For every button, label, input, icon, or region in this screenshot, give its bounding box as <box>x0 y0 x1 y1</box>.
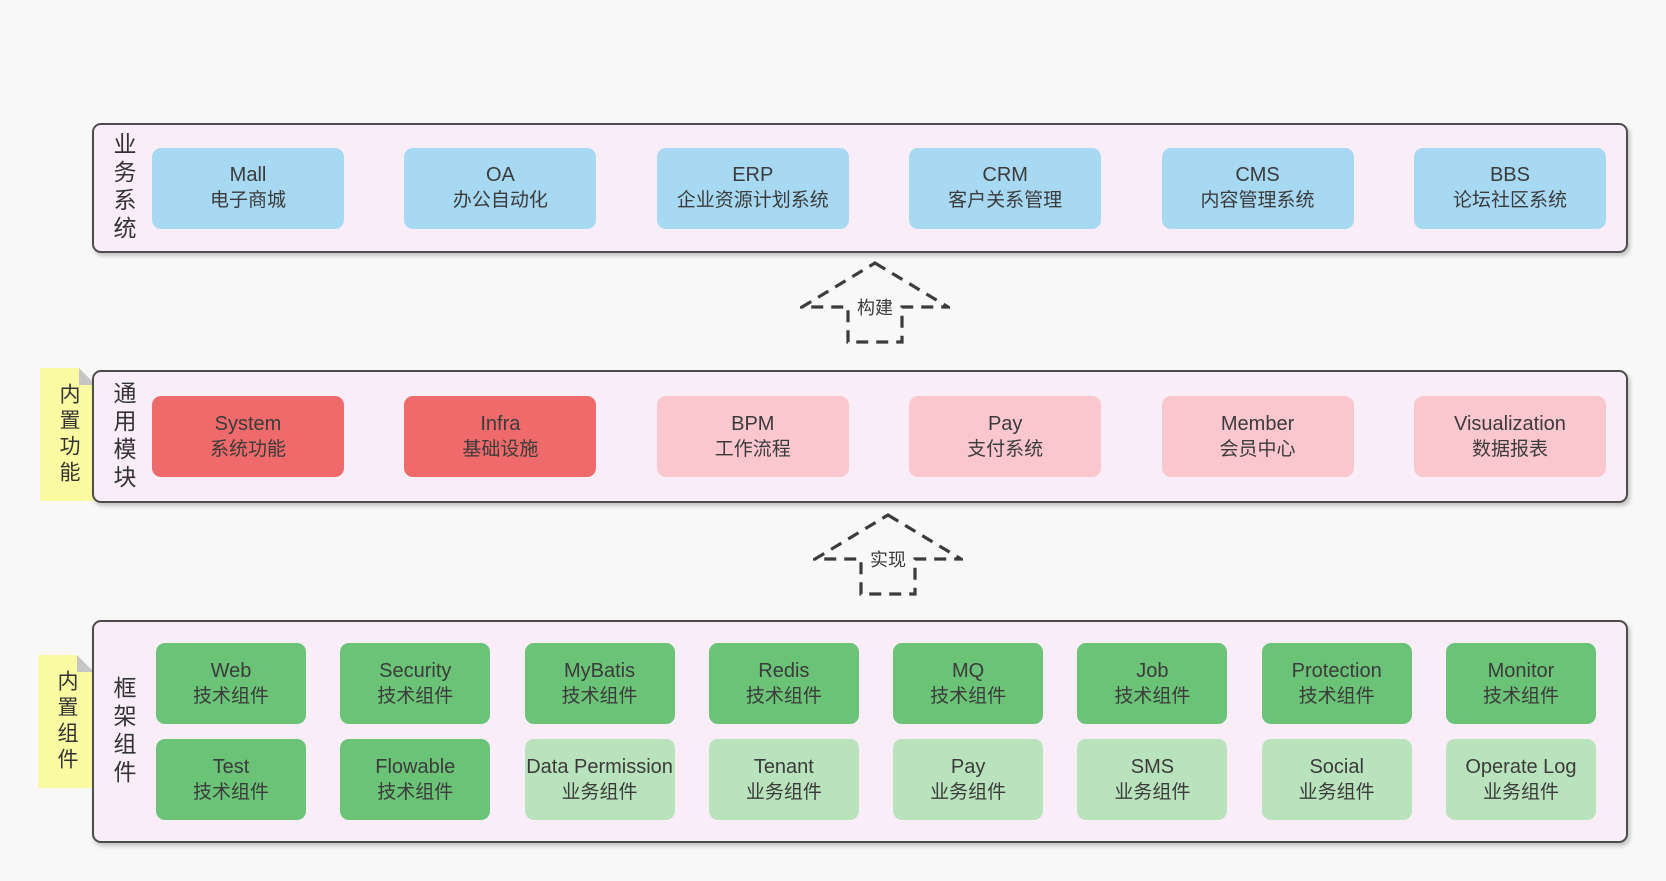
implement-arrow: 实现 <box>813 512 963 598</box>
band-content: Mall 电子商城 OA 办公自动化 ERP 企业资源计划系统 CRM 客户关系… <box>152 125 1606 251</box>
box-infra: Infra 基础设施 <box>404 396 597 477</box>
band-framework-components: 框架组件 Web 技术组件 Security 技术组件 MyBatis 技术组件… <box>92 620 1628 843</box>
build-arrow: 构建 <box>800 260 950 346</box>
box-visualization: Visualization 数据报表 <box>1413 396 1606 477</box>
box-mybatis: MyBatis 技术组件 <box>524 643 675 724</box>
box-redis: Redis 技术组件 <box>708 643 859 724</box>
sticky-note-label: 内置功能 <box>57 382 80 487</box>
box-cms: CMS 内容管理系统 <box>1161 147 1354 229</box>
box-data-permission: Data Permission 业务组件 <box>524 739 675 820</box>
box-sms: SMS 业务组件 <box>1077 739 1228 820</box>
box-member: Member 会员中心 <box>1161 396 1354 477</box>
band-content: System 系统功能 Infra 基础设施 BPM 工作流程 Pay 支付系统… <box>152 372 1606 501</box>
box-system: System 系统功能 <box>152 396 344 477</box>
box-oa: OA 办公自动化 <box>404 147 597 229</box>
band-business-systems: 业务系统 Mall 电子商城 OA 办公自动化 ERP 企业资源计划系统 CRM… <box>92 123 1628 253</box>
build-arrow-label: 构建 <box>854 293 896 321</box>
implement-arrow-label: 实现 <box>867 545 909 573</box>
box-operate-log: Operate Log 业务组件 <box>1445 739 1596 820</box>
box-security: Security 技术组件 <box>340 643 491 724</box>
band-label: 框架组件 <box>110 675 136 788</box>
box-job: Job 技术组件 <box>1077 643 1228 724</box>
sticky-note-built-in-features: 内置功能 <box>40 368 96 501</box>
box-mall: Mall 电子商城 <box>152 147 344 229</box>
component-row-1: Web 技术组件 Security 技术组件 MyBatis 技术组件 Redi… <box>156 643 1596 724</box>
box-test: Test 技术组件 <box>156 739 306 820</box>
box-social: Social 业务组件 <box>1261 739 1412 820</box>
box-bbs: BBS 论坛社区系统 <box>1413 147 1606 229</box>
box-erp: ERP 企业资源计划系统 <box>656 147 849 229</box>
component-row-2: Test 技术组件 Flowable 技术组件 Data Permission … <box>156 739 1596 820</box>
box-flowable: Flowable 技术组件 <box>340 739 491 820</box>
band-label: 通用模块 <box>110 380 136 493</box>
band-content: Web 技术组件 Security 技术组件 MyBatis 技术组件 Redi… <box>156 622 1596 841</box>
box-tenant: Tenant 业务组件 <box>708 739 859 820</box>
box-crm: CRM 客户关系管理 <box>909 147 1102 229</box>
box-web: Web 技术组件 <box>156 643 306 724</box>
box-pay-module: Pay 支付系统 <box>909 396 1102 477</box>
box-monitor: Monitor 技术组件 <box>1445 643 1596 724</box>
box-pay-component: Pay 业务组件 <box>893 739 1044 820</box>
sticky-note-built-in-components: 内置组件 <box>38 655 94 788</box>
band-common-modules: 通用模块 System 系统功能 Infra 基础设施 BPM 工作流程 Pay… <box>92 370 1628 503</box>
box-bpm: BPM 工作流程 <box>656 396 849 477</box>
box-mq: MQ 技术组件 <box>893 643 1044 724</box>
sticky-note-label: 内置组件 <box>55 669 78 774</box>
box-protection: Protection 技术组件 <box>1261 643 1412 724</box>
band-label: 业务系统 <box>110 132 136 244</box>
